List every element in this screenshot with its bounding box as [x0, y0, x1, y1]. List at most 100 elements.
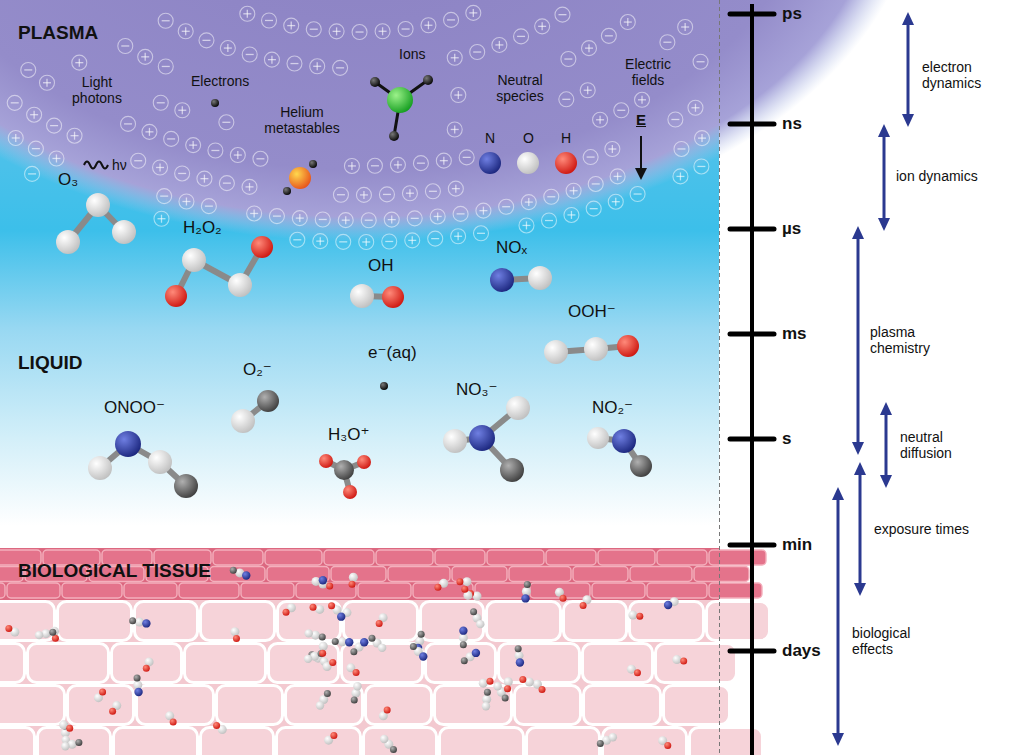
superoxide	[231, 390, 279, 433]
atom	[555, 152, 577, 174]
charge-sign	[580, 83, 595, 98]
charge-sign	[153, 160, 168, 175]
epidermal-cell	[435, 550, 485, 565]
timescale-label: biological effects	[852, 625, 934, 657]
atom	[115, 431, 141, 457]
tissue-molecule	[143, 657, 154, 671]
epidermal-cell	[213, 550, 263, 565]
charge-sign	[329, 24, 344, 39]
time-tick-label: days	[782, 641, 821, 661]
epidermal-cell	[657, 550, 707, 565]
tissue-cell	[28, 644, 109, 683]
tissue-molecule	[627, 665, 641, 677]
oxygen-atom	[517, 152, 539, 174]
region-title: BIOLOGICAL TISSUE	[18, 560, 211, 582]
tissue-molecule	[459, 626, 468, 648]
charge-sign	[153, 95, 168, 110]
atom	[506, 396, 530, 420]
tissue-ground	[0, 548, 719, 755]
charge-sign	[544, 189, 559, 204]
atom	[389, 131, 399, 141]
molecule-label: OOH⁻	[568, 302, 616, 322]
atom	[380, 382, 388, 390]
epidermal-cell	[358, 583, 411, 598]
tissue-cell	[664, 686, 730, 725]
species-label: Electrons	[191, 73, 249, 89]
field-arrow	[640, 136, 642, 170]
epidermal-cell	[475, 583, 528, 598]
molecule-label: O₃	[58, 170, 78, 190]
charge-sign	[262, 13, 277, 28]
time-tick	[730, 332, 774, 337]
charge-sign	[586, 201, 601, 216]
charge-sign	[175, 166, 190, 181]
timescale-label: ion dynamics	[896, 168, 978, 184]
tissue-molecule	[165, 711, 176, 725]
peroxynitrite	[88, 431, 198, 498]
tissue-cell	[515, 686, 581, 725]
charge-sign	[287, 56, 302, 71]
charge-sign	[28, 141, 43, 156]
charge-sign	[313, 234, 328, 249]
tissue-molecule	[434, 579, 448, 591]
molecule-label: H₃O⁺	[328, 425, 369, 445]
charge-sign	[384, 212, 399, 227]
epidermal-cell	[709, 583, 762, 598]
epidermal-cell	[0, 583, 5, 598]
charge-sign	[240, 6, 255, 21]
tissue-molecule	[410, 643, 428, 661]
hydrogen-atom	[555, 152, 577, 174]
tissue-molecule	[658, 736, 671, 749]
charge-sign	[583, 150, 598, 165]
charge-sign	[398, 22, 413, 37]
tissue-cell	[583, 644, 653, 683]
tissue-molecule	[580, 595, 592, 609]
atom	[86, 193, 110, 217]
time-tick	[730, 12, 774, 17]
epidermal-cell	[62, 583, 122, 598]
tissue-cell	[0, 728, 35, 755]
charge-sign	[242, 179, 257, 194]
charge-sign	[197, 171, 212, 186]
tissue-molecule	[351, 682, 362, 703]
ozone	[56, 193, 136, 254]
time-tick-label: ps	[782, 4, 802, 24]
epidermal-cell	[647, 583, 707, 598]
charge-sign	[559, 92, 574, 107]
tissue-cell	[0, 602, 55, 641]
charge-sign	[447, 50, 462, 65]
time-tick	[730, 122, 774, 127]
tissue-cell	[278, 602, 341, 641]
molecule-label: O₂⁻	[243, 360, 272, 380]
nitrite	[587, 427, 652, 477]
charge-sign	[436, 153, 451, 168]
atom	[251, 236, 273, 258]
charge-sign	[635, 92, 650, 107]
tissue-cell	[269, 644, 339, 683]
time-tick-label: min	[782, 535, 812, 555]
tissue-cell	[630, 602, 704, 641]
charge-sign	[40, 75, 55, 90]
tissue-cell	[344, 602, 418, 641]
charge-sign	[253, 151, 268, 166]
molecule-label: H₂O₂	[183, 218, 222, 238]
charge-sign	[158, 13, 173, 28]
charge-sign	[138, 49, 153, 64]
tissue-molecule	[50, 627, 59, 642]
charge-sign	[247, 206, 262, 221]
epidermal-cell	[7, 583, 60, 598]
atom	[423, 75, 433, 85]
atom	[517, 152, 539, 174]
charge-sign	[367, 158, 382, 173]
panel-divider	[719, 0, 720, 755]
charge-sign	[131, 153, 146, 168]
charge-sign	[157, 189, 172, 204]
timescale-label: electron dynamics	[922, 59, 1004, 91]
charge-sign	[47, 118, 62, 133]
charge-sign	[375, 24, 390, 39]
range-arrow	[880, 402, 892, 488]
tissue-cell	[68, 686, 134, 725]
tissue-molecule	[461, 649, 480, 664]
tissue-cell	[426, 644, 496, 683]
charge-sign	[359, 234, 374, 249]
